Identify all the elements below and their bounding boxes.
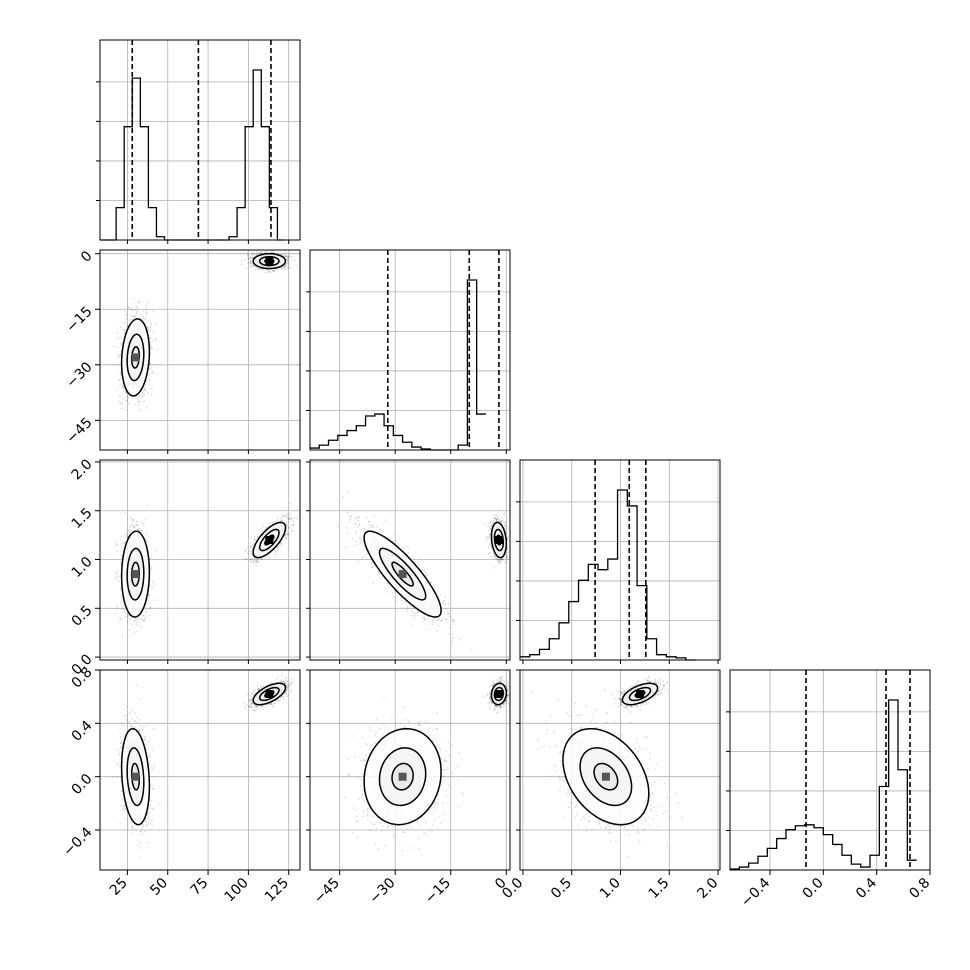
xtick-label-1-1: −30: [366, 875, 398, 907]
histogram-0: [100, 69, 286, 241]
histogram-1: [310, 279, 486, 451]
ytick-label-2-2: 1.0: [69, 554, 96, 581]
density-peak-2-0-1: [265, 536, 274, 544]
frame-3-0: [99, 669, 301, 871]
xtick-label-3-2: 0.4: [853, 875, 880, 902]
grid-1-0: [100, 250, 300, 450]
density-peak-2-1-1: [494, 536, 503, 544]
histogram-2: [520, 489, 696, 661]
histogram-3: [730, 699, 917, 870]
xtick-label-0-2: 75: [188, 875, 212, 899]
xtick-label-1-2: −15: [422, 875, 454, 907]
xtick-label-2-3: 1.5: [646, 875, 673, 902]
hist-frame-0: [99, 39, 301, 241]
ytick-label-1-1: −30: [63, 359, 95, 391]
xtick-label-2-4: 2.0: [694, 875, 721, 902]
density-peak-3-0-0: [131, 772, 140, 781]
density-peak-3-1-0: [398, 772, 407, 781]
frame-1-0: [99, 249, 301, 451]
scatter-panel-3-0: [99, 669, 301, 871]
density-peak-2-0-0: [131, 570, 140, 579]
density-peak-1-0-1: [265, 257, 274, 266]
scatter-panel-3-1: [309, 669, 511, 871]
xtick-label-0-1: 50: [147, 875, 171, 899]
hist-panel-0: [96, 39, 301, 241]
density-peak-3-0-1: [265, 690, 274, 698]
hist-panel-1: [306, 249, 511, 451]
ytick-label-3-2: 0.4: [69, 718, 96, 745]
density-peak-1-0-0: [131, 353, 140, 362]
ytick-label-2-4: 2.0: [69, 456, 96, 483]
xtick-label-2-1: 0.5: [548, 875, 575, 902]
ytick-label-1-0: −45: [63, 415, 95, 447]
samples-2-1: [337, 491, 510, 651]
density-peak-3-2-0: [601, 772, 610, 781]
scatter-panel-2-0: [99, 459, 301, 661]
xtick-label-3-1: 0.0: [800, 875, 827, 902]
hist-grid-2: [520, 460, 720, 660]
scatter-panel-2-1: [309, 459, 511, 661]
xtick-label-3-0: −0.4: [738, 875, 773, 910]
ytick-label-2-1: 0.5: [69, 603, 96, 630]
hist-grid-1: [310, 250, 510, 450]
hist-panel-2: [516, 459, 721, 661]
density-peak-2-1-0: [398, 570, 407, 579]
density-peak-3-1-1: [494, 690, 503, 698]
ytick-label-3-0: −0.4: [60, 824, 95, 859]
hist-panel-3: [726, 669, 931, 871]
hist-frame-1: [309, 249, 511, 451]
xtick-label-0-4: 125: [262, 875, 292, 905]
xtick-label-3-3: 0.8: [906, 875, 933, 902]
hist-frame-3: [729, 669, 931, 871]
density-peak-3-2-1: [636, 690, 644, 698]
ytick-label-2-3: 1.5: [69, 505, 96, 532]
xtick-label-0-3: 100: [222, 875, 252, 905]
scatter-panel-3-2: [519, 669, 721, 871]
xtick-label-1-0: −45: [311, 875, 343, 907]
ytick-label-1-2: −15: [63, 304, 95, 336]
xtick-label-0-0: 25: [107, 875, 131, 899]
grid-2-1: [310, 460, 510, 660]
xtick-label-2-2: 1.0: [597, 875, 624, 902]
ytick-label-1-3: 0: [78, 248, 96, 266]
scatter-panel-1-0: [99, 249, 301, 451]
hist-grid-0: [100, 40, 300, 240]
grid-3-1: [310, 669, 510, 870]
ytick-label-3-1: 0.0: [69, 771, 96, 798]
frame-3-1: [309, 669, 511, 871]
xtick-label-2-0: 0.0: [499, 875, 526, 902]
